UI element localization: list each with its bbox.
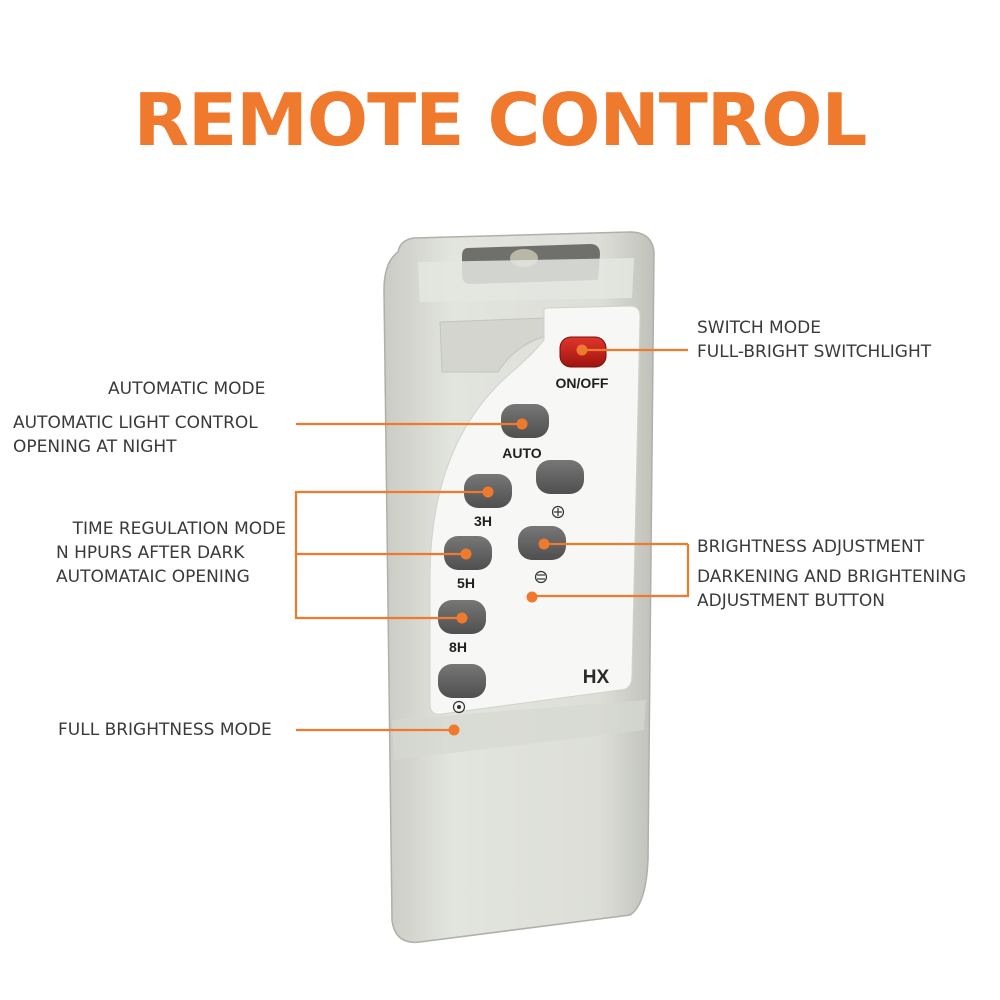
full-brightness-dot — [448, 724, 460, 736]
auto-mode-dot — [516, 418, 528, 430]
time-regulation-desc-line2: AUTOMATAIC OPENING — [56, 567, 250, 587]
switch-mode-desc: FULL-BRIGHT SWITCHLIGHT — [697, 342, 932, 362]
timer-3h-dot — [482, 486, 494, 498]
timer-5h-dot — [460, 548, 472, 560]
brightness-up-icon — [551, 505, 565, 519]
brightness-desc-line2: ADJUSTMENT BUTTON — [697, 591, 885, 611]
power-label: ON/OFF — [556, 375, 609, 391]
time-regulation-desc-line1: N HPURS AFTER DARK — [56, 543, 245, 563]
automatic-mode-desc-line1: AUTOMATIC LIGHT CONTROL — [13, 413, 258, 433]
timer-3h-label: 3H — [474, 513, 492, 529]
brightness-down-dot — [526, 591, 538, 603]
brightness-title: BRIGHTNESS ADJUSTMENT — [697, 537, 925, 557]
page-title: REMOTE CONTROL — [133, 78, 868, 162]
brightness-bracket — [532, 544, 690, 598]
automatic-mode-desc: AUTOMATIC LIGHT CONTROL OPENING AT NIGHT — [13, 411, 258, 459]
switch-mode-label: SWITCH MODE FULL-BRIGHT SWITCHLIGHT — [697, 316, 931, 364]
switch-mode-title: SWITCH MODE — [697, 318, 821, 338]
timer-8h-dot — [456, 612, 468, 624]
brand-label: HX — [583, 667, 610, 688]
full-brightness-label: FULL BRIGHTNESS MODE — [58, 720, 272, 740]
time-regulation-label: TIME REGULATION MODE N HPURS AFTER DARK … — [20, 517, 286, 589]
brightness-desc-line1: DARKENING AND BRIGHTENING — [697, 567, 967, 587]
full-brightness-button[interactable] — [438, 664, 486, 698]
timer-8h-label: 8H — [449, 639, 467, 655]
auto-label: AUTO — [502, 445, 542, 461]
automatic-mode-desc-line2: OPENING AT NIGHT — [13, 437, 177, 457]
automatic-mode-title: AUTOMATIC MODE — [108, 379, 266, 399]
timer-5h-label: 5H — [457, 575, 475, 591]
brightness-up-dot — [538, 538, 550, 550]
brightness-desc: DARKENING AND BRIGHTENING ADJUSTMENT BUT… — [697, 565, 966, 613]
time-regulation-title: TIME REGULATION MODE — [72, 519, 286, 539]
full-brightness-icon — [452, 700, 466, 714]
switch-mode-dot — [576, 344, 588, 356]
brightness-up-button[interactable] — [536, 460, 584, 494]
brightness-down-icon — [534, 570, 548, 584]
